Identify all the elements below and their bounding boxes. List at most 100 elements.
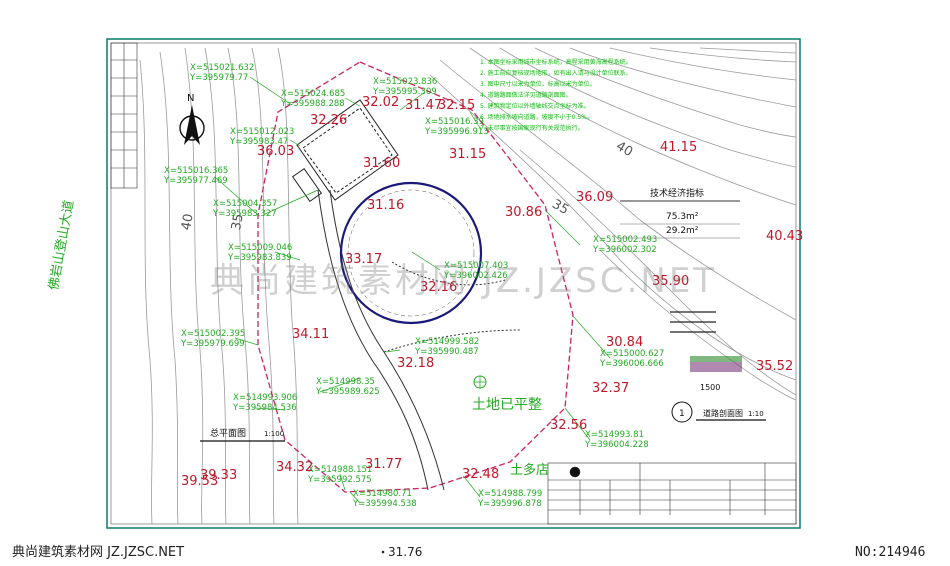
index-table: 技术经济指标 75.3m² 29.2m²: [620, 187, 740, 239]
drawing-frame: [106, 38, 801, 529]
earth-shop-label: 土多店: [510, 462, 549, 478]
footer-elevation: 31.76: [388, 545, 422, 559]
elev-5: 31.60: [363, 156, 400, 171]
coord-y-6: Y=395983.327: [212, 209, 277, 219]
coord-y-12: Y=396006.666: [599, 359, 664, 369]
circular-platform-inner: [347, 189, 475, 317]
coord-x-0: X=515021.632: [190, 63, 254, 73]
section-callout: [671, 401, 693, 423]
contour-label-40b: 40: [613, 139, 635, 160]
coord-y-7: Y=395983.839: [227, 253, 292, 263]
elev-6: 31.15: [449, 147, 486, 162]
coord-y-13: Y=395989.625: [315, 387, 380, 397]
elev-3: 32.15: [438, 98, 475, 113]
coord-x-15: X=514993.81: [585, 430, 644, 440]
elev-24: 32.48: [462, 467, 499, 482]
index-row-2: 29.2m²: [666, 226, 699, 236]
elev-16: 30.84: [606, 335, 643, 350]
center-watermark: 典尚建筑素材网 JZ.JZSC.NET: [210, 261, 717, 301]
coord-y-10: Y=396002.426: [443, 271, 508, 281]
elev-4: 36.03: [257, 144, 294, 159]
elev-23: 31.77: [365, 457, 402, 472]
elev-2: 31.47: [405, 98, 442, 113]
section-title: 道路剖面图: [703, 408, 743, 418]
coord-y-5: Y=395996.913: [424, 127, 489, 137]
note-5: 5. 建筑物定位以外墙轴线交点坐标为准。: [480, 102, 590, 110]
plan-title: 总平面图: [210, 427, 246, 439]
elev-15: 34.11: [292, 327, 329, 342]
coordinate-leaders: [214, 76, 611, 504]
coord-y-4: Y=395977.469: [163, 176, 228, 186]
elev-1: 32.02: [362, 95, 399, 110]
section-dim: 1500: [700, 383, 720, 392]
coord-x-6: X=515004.357: [213, 199, 277, 209]
contour-label-35: 35: [229, 213, 247, 232]
elev-22: 34.32: [276, 460, 313, 475]
elev-7: 41.15: [660, 140, 697, 155]
plan-scale: 1:100: [264, 430, 284, 438]
north-arrow-icon: N: [179, 93, 205, 145]
footer-elevation-dot: [381, 550, 385, 554]
elev-25: 39.53: [181, 474, 218, 489]
coord-y-17: Y=395996.878: [477, 499, 542, 509]
title-block: [547, 462, 797, 525]
elev-17: 35.52: [756, 359, 793, 374]
coord-x-2: X=515023.836: [373, 77, 437, 87]
road-name: 佛岩山登山大道: [47, 199, 78, 291]
elev-11: 40.43: [766, 229, 803, 244]
coord-y-16: Y=395992.575: [307, 475, 372, 485]
coord-y-15: Y=396004.228: [584, 440, 649, 450]
flat-ground-label: 土地已平整: [472, 397, 542, 413]
elev-0: 32.26: [310, 113, 347, 128]
coord-y-2: Y=395995.309: [372, 87, 437, 97]
coord-y-1: Y=395988.288: [280, 99, 345, 109]
company-logo-icon: [569, 466, 581, 478]
note-3: 3. 图中尺寸以米为单位，标高以米为单位。: [480, 80, 596, 88]
road-section-detail: 1500 1 道路剖面图 1:10: [670, 311, 766, 423]
coord-x-5: X=515016.39: [425, 117, 484, 127]
coord-x-18: X=514980.71: [353, 489, 412, 499]
elev-10: 36.09: [576, 190, 613, 205]
index-table-title: 技术经济指标: [650, 187, 704, 199]
elevation-labels: 32.26 32.02 31.47 32.15 36.03 31.60 31.1…: [181, 95, 803, 489]
note-1: 1. 本图坐标采用城市坐标系统，高程采用黄海高程系统。: [480, 58, 632, 66]
section-no: 1: [679, 409, 685, 419]
elev-20: 32.56: [550, 418, 587, 433]
note-4: 4. 道路路面做法详见道路剖面图。: [480, 91, 572, 99]
footer-number: NO:214946: [855, 545, 925, 560]
north-label: N: [187, 93, 194, 104]
coord-x-12: X=515000.627: [600, 349, 664, 359]
elev-14: 35.90: [652, 274, 689, 289]
coord-x-14: X=514993.906: [233, 393, 297, 403]
elev-18: 32.18: [397, 356, 434, 371]
contour-lines: [139, 47, 797, 525]
coord-x-3: X=515012.023: [230, 127, 294, 137]
contour-label-40: 40: [179, 213, 197, 232]
contour-values: 40 35 40 35: [179, 139, 635, 232]
site-labels: 土地已平整 土多店: [472, 397, 549, 478]
coord-x-9: X=515002.493: [593, 235, 657, 245]
coord-x-17: X=514988.799: [478, 489, 542, 499]
contour-label-35b: 35: [549, 197, 571, 218]
coord-x-10: X=515007.403: [444, 261, 508, 271]
coord-y-14: Y=395984.536: [232, 403, 297, 413]
coord-x-13: X=514998.35: [316, 377, 375, 387]
plan-title-block: 总平面图 1:100: [200, 427, 285, 442]
coord-x-7: X=515009.046: [228, 243, 292, 253]
elev-21: 39.33: [200, 468, 237, 483]
coord-x-4: X=515016.365: [164, 166, 228, 176]
elev-8: 31.16: [367, 198, 404, 213]
drawing-inner-frame: [110, 42, 797, 525]
coord-y-0: Y=395979.77: [189, 73, 248, 83]
coord-x-1: X=515024.685: [281, 89, 345, 99]
circular-platform: [339, 181, 483, 325]
design-notes: 1. 本图坐标采用城市坐标系统，高程采用黄海高程系统。 2. 施工前应复核现场地…: [480, 58, 632, 132]
section-scale: 1:10: [748, 410, 764, 418]
note-7: 7. 未尽事宜按国家现行有关规范执行。: [480, 124, 584, 132]
elev-13: 32.16: [420, 280, 457, 295]
footer-watermark: 典尚建筑素材网 JZ.JZSC.NET: [12, 544, 184, 560]
elev-9: 30.86: [505, 205, 542, 220]
index-row-1: 75.3m²: [666, 212, 699, 222]
building-outline: [291, 99, 399, 202]
